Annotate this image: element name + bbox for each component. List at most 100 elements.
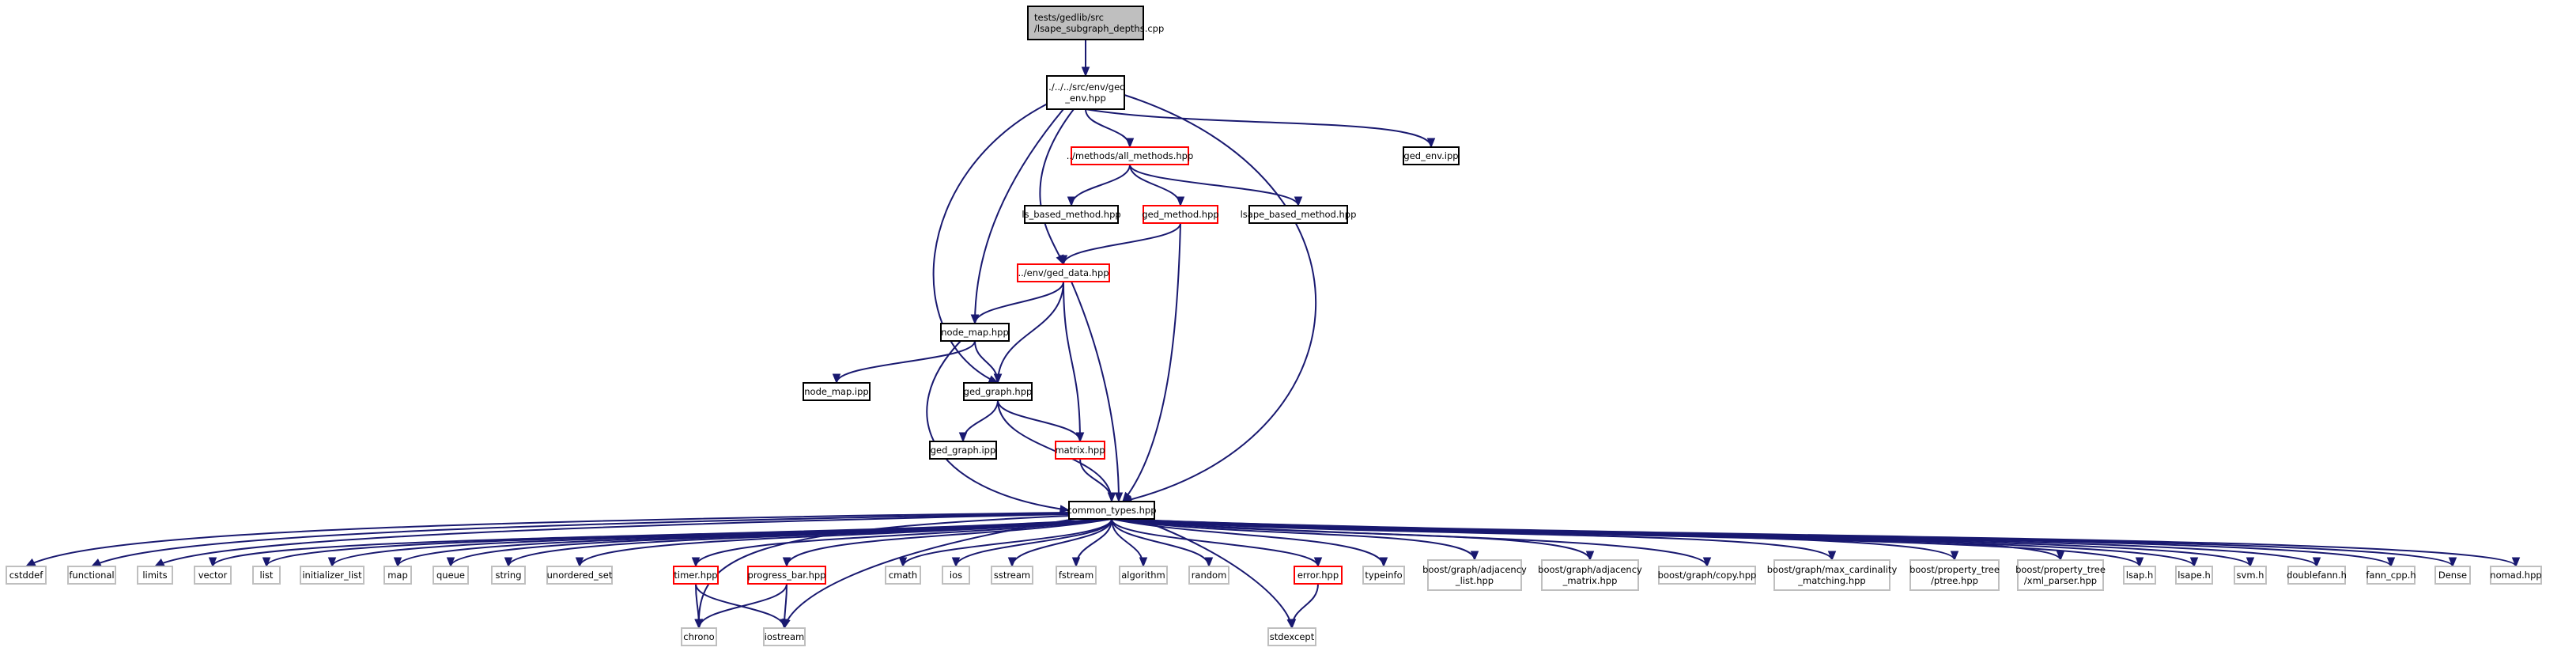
edge-arrowhead (1313, 557, 1323, 568)
edge-arrowhead (1075, 432, 1085, 443)
node-common[interactable]: common_types.hpp (1067, 501, 1157, 520)
edge-arrowhead (694, 619, 704, 630)
node-gedgraphipp[interactable]: ged_graph.ipp (929, 441, 997, 460)
node-stdexcept[interactable]: stdexcept (1267, 627, 1316, 646)
node-ios[interactable]: ios (942, 566, 970, 585)
node-bmax[interactable]: boost/graph/max_cardinality_matching.hpp (1767, 559, 1898, 591)
node-algorithm[interactable]: algorithm (1119, 566, 1168, 585)
node-label: limits (142, 570, 167, 581)
node-functional[interactable]: functional (67, 566, 116, 585)
edge-progress-to-chrono (694, 583, 788, 630)
node-box (1188, 566, 1229, 585)
node-gedenvipp[interactable]: ged_env.ipp (1403, 146, 1460, 165)
edge-arrowhead (898, 557, 908, 568)
edge-arrowhead (993, 373, 1003, 384)
node-bptree[interactable]: boost/property_tree/ptree.hpp (1909, 559, 2000, 591)
node-vector[interactable]: vector (194, 566, 232, 585)
node-string[interactable]: string (491, 566, 526, 585)
node-label: Dense (2438, 570, 2467, 581)
edge-line (997, 399, 1081, 442)
edge-arrowhead (1827, 551, 1837, 562)
node-label: ls_based_method.hpp (1022, 209, 1120, 220)
node-queue[interactable]: queue (432, 566, 469, 585)
edge-common-to-timer (691, 518, 1112, 568)
edge-common-to-progress (782, 518, 1112, 568)
edge-arrowhead (2189, 557, 2199, 568)
node-progress[interactable]: progress_bar.hpp (747, 566, 826, 585)
node-bxml[interactable]: boost/property_tree/xml_parser.hpp (2015, 559, 2106, 591)
node-fstream[interactable]: fstream (1056, 566, 1097, 585)
node-error[interactable]: error.hpp (1294, 566, 1343, 585)
node-gedmethod[interactable]: ged_method.hpp (1142, 205, 1219, 224)
node-random[interactable]: random (1188, 566, 1229, 585)
edge-line (1111, 518, 2517, 567)
node-typeinfo[interactable]: typeinfo (1362, 566, 1405, 585)
node-map[interactable]: map (383, 566, 412, 585)
node-box (491, 566, 526, 585)
node-chrono[interactable]: chrono (681, 627, 717, 646)
node-label: iostream (765, 631, 805, 642)
node-dense[interactable]: Dense (2434, 566, 2471, 585)
node-bcopy[interactable]: boost/graph/copy.hpp (1658, 566, 1757, 585)
node-box (963, 382, 1033, 401)
node-initlist[interactable]: initializer_list (300, 566, 364, 585)
node-root[interactable]: tests/gedlib/src/lsape_subgraph_depths.c… (1027, 6, 1164, 40)
node-lsapeh[interactable]: lsape.h (2175, 566, 2213, 585)
node-timer[interactable]: timer.hpp (673, 566, 719, 585)
node-badj[interactable]: boost/graph/adjacency_list.hpp (1422, 559, 1527, 591)
node-nomad[interactable]: nomad.hpp (2490, 566, 2542, 585)
edge-line (974, 108, 1064, 324)
node-ls[interactable]: ls_based_method.hpp (1022, 205, 1121, 224)
node-matrix[interactable]: matrix.hpp (1055, 441, 1105, 460)
edge-nodemap-to-common (926, 340, 1071, 513)
node-cmath[interactable]: cmath (885, 566, 921, 585)
node-label: list (260, 570, 274, 581)
node-cstddef[interactable]: cstddef (6, 566, 47, 585)
node-label: _matrix.hpp (1562, 575, 1618, 586)
node-geddata[interactable]: ../env/ged_data.hpp (1017, 263, 1110, 282)
node-allmethods[interactable]: ../methods/all_methods.hpp (1067, 146, 1194, 165)
node-sstream[interactable]: sstream (991, 566, 1033, 585)
node-box (1248, 205, 1348, 224)
node-gedgraph[interactable]: ged_graph.hpp (963, 382, 1033, 401)
edge-arrowhead (1114, 492, 1124, 503)
edge-arrowhead (1122, 491, 1132, 503)
node-box (137, 566, 173, 585)
edge-line (962, 399, 999, 442)
edge-arrowhead (1204, 557, 1214, 568)
edge-arrowhead (1081, 66, 1090, 78)
node-lsaph[interactable]: lsap.h (2123, 566, 2156, 585)
edge-common-to-bcopy (1111, 518, 1712, 568)
node-box (2175, 566, 2213, 585)
edge-arrowhead (90, 558, 102, 567)
node-badjm[interactable]: boost/graph/adjacency_matrix.hpp (1538, 559, 1642, 591)
edge-line (154, 513, 1070, 567)
edge-arrowhead (832, 373, 841, 384)
node-box (1403, 146, 1460, 165)
node-iostream[interactable]: iostream (763, 627, 806, 646)
node-fanncpp[interactable]: fann_cpp.h (2366, 566, 2416, 585)
node-limits[interactable]: limits (137, 566, 173, 585)
edge-gedgraph-to-gedgraphipp (958, 399, 999, 443)
node-label: ged_graph.hpp (964, 386, 1033, 397)
node-list[interactable]: list (252, 566, 281, 585)
node-box (1773, 559, 1890, 591)
node-box (1056, 566, 1097, 585)
edge-line (784, 518, 1076, 629)
node-uset[interactable]: unordered_set (546, 566, 613, 585)
edge-arrowhead (2386, 557, 2396, 568)
node-svmh[interactable]: svm.h (2234, 566, 2267, 585)
node-box (1294, 566, 1343, 585)
node-nodemapipp[interactable]: node_map.ipp (803, 382, 871, 401)
node-label: algorithm (1121, 570, 1165, 581)
node-box (1046, 75, 1125, 110)
edge-line (695, 518, 1112, 567)
node-lsape[interactable]: lsape_based_method.hpp (1241, 205, 1357, 224)
node-nodemap[interactable]: node_map.hpp (940, 323, 1010, 342)
edge-nodemap-to-nodemapipp (832, 340, 976, 384)
node-label: _env.hpp (1064, 93, 1106, 104)
edge-line (955, 518, 1112, 567)
node-env[interactable]: ../../../src/env/ged_env.hpp (1046, 75, 1126, 110)
node-dfann[interactable]: doublefann.h (2287, 566, 2347, 585)
edge-arrowhead (1585, 551, 1595, 562)
